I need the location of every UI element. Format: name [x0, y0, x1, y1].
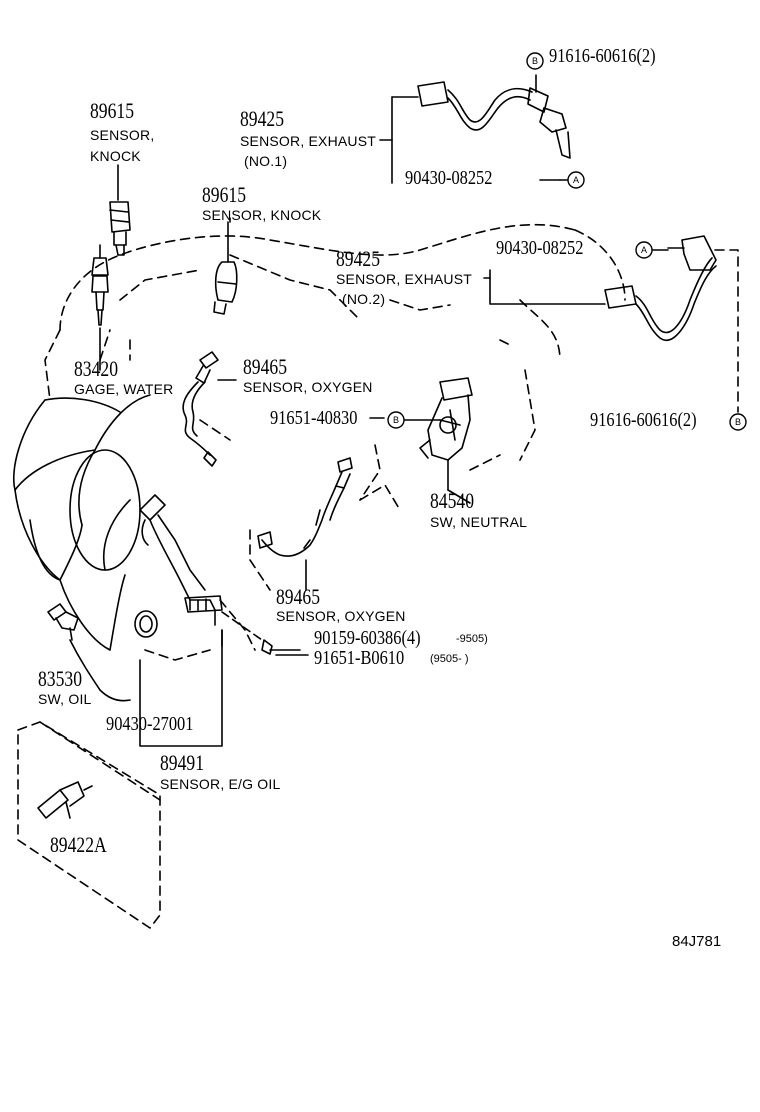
part-desc-exhaust-sensor-no2-line1: SENSOR, EXHAUST — [336, 271, 473, 287]
part-desc-knock-sensor-1-line2: KNOCK — [90, 148, 141, 164]
marker-circle-b-1: B — [526, 52, 544, 70]
diagram-reference-code: 84J781 — [672, 933, 722, 950]
water-gage-graphic — [91, 244, 109, 356]
bolt-leader-right — [714, 249, 739, 413]
svg-text:A: A — [573, 175, 579, 185]
inset-box — [17, 721, 161, 929]
fastener-number-bolt-post-9505: 91651-B0610 — [314, 647, 405, 669]
marker-circle-b-3: B — [387, 411, 405, 429]
part-desc-exhaust-sensor-no1-line1: SENSOR, EXHAUST — [240, 133, 377, 149]
engine-outline — [44, 223, 626, 661]
oil-switch-graphic — [47, 603, 131, 702]
knock-sensor-2-graphic — [213, 221, 238, 315]
svg-text:B: B — [532, 56, 538, 66]
part-desc-exhaust-sensor-no1-line2: (NO.1) — [244, 153, 288, 169]
fastener-number-gasket-oil-sensor: 90430-27001 — [106, 713, 194, 735]
oxygen-sensor-1-graphic — [182, 351, 237, 467]
part-number-exhaust-sensor-no1: 89425 — [240, 106, 284, 131]
part-number-oxygen-sensor-1: 89465 — [243, 354, 287, 379]
part-desc-engine-oil-sensor: SENSOR, E/G OIL — [160, 776, 281, 792]
part-desc-exhaust-sensor-no2-line2: (NO.2) — [342, 291, 386, 307]
part-desc-knock-sensor-1-line1: SENSOR, — [90, 127, 155, 143]
part-desc-water-gage: GAGE, WATER — [74, 381, 174, 397]
exhaust-sensor-no1-graphic — [379, 74, 575, 184]
gasket-ring-graphic — [134, 610, 158, 638]
part-desc-oxygen-sensor-1: SENSOR, OXYGEN — [243, 379, 373, 395]
fastener-number-clamp-bolt-1: 91616-60616(2) — [549, 45, 656, 67]
fastener-number-gasket-2: 90430-08252 — [496, 237, 584, 259]
exhaust-sensor-no2-graphic — [483, 235, 717, 341]
part-number-engine-oil-sensor: 89491 — [160, 750, 204, 775]
part-desc-knock-sensor-2: SENSOR, KNOCK — [202, 207, 322, 223]
mounting-bolt-graphic — [221, 611, 301, 655]
part-number-knock-sensor-1: 89615 — [90, 98, 134, 123]
fastener-number-switch-bolt: 91651-40830 — [270, 407, 358, 429]
part-number-exhaust-sensor-no2: 89425 — [336, 246, 380, 271]
part-desc-oil-switch: SW, OIL — [38, 691, 92, 707]
part-number-knock-sensor-2: 89615 — [202, 182, 246, 207]
part-number-temperature-sensor: 89422A — [50, 832, 107, 857]
svg-text:B: B — [393, 415, 399, 425]
marker-circle-a-1: A — [567, 171, 585, 189]
neutral-switch-graphic — [399, 377, 473, 491]
marker-circle-b-2: B — [729, 413, 747, 431]
engine-oil-sensor-graphic — [139, 494, 223, 626]
temperature-sensor-graphic — [37, 781, 93, 819]
marker-circle-a-2: A — [635, 241, 653, 259]
svg-text:A: A — [641, 245, 647, 255]
fastener-number-clamp-bolt-2: 91616-60616(2) — [590, 409, 697, 431]
fastener-number-gasket-1: 90430-08252 — [405, 167, 493, 189]
cooling-fan — [12, 394, 151, 651]
knock-sensor-1-graphic — [109, 164, 131, 256]
part-number-oxygen-sensor-2: 89465 — [276, 584, 320, 609]
svg-text:B: B — [735, 417, 741, 427]
leader-lines — [99, 179, 561, 747]
fastener-number-bolt-pre-9505: 90159-60386(4) — [314, 627, 421, 649]
fastener-range-post-9505: (9505- ) — [430, 653, 469, 665]
oxygen-sensor-2-graphic — [257, 457, 353, 591]
part-number-neutral-switch: 84540 — [430, 488, 474, 513]
part-number-oil-switch: 83530 — [38, 666, 82, 691]
fastener-range-pre-9505: -9505) — [456, 633, 488, 645]
part-desc-neutral-switch: SW, NEUTRAL — [430, 514, 528, 530]
part-desc-oxygen-sensor-2: SENSOR, OXYGEN — [276, 608, 406, 624]
part-number-water-gage: 83420 — [74, 356, 118, 381]
